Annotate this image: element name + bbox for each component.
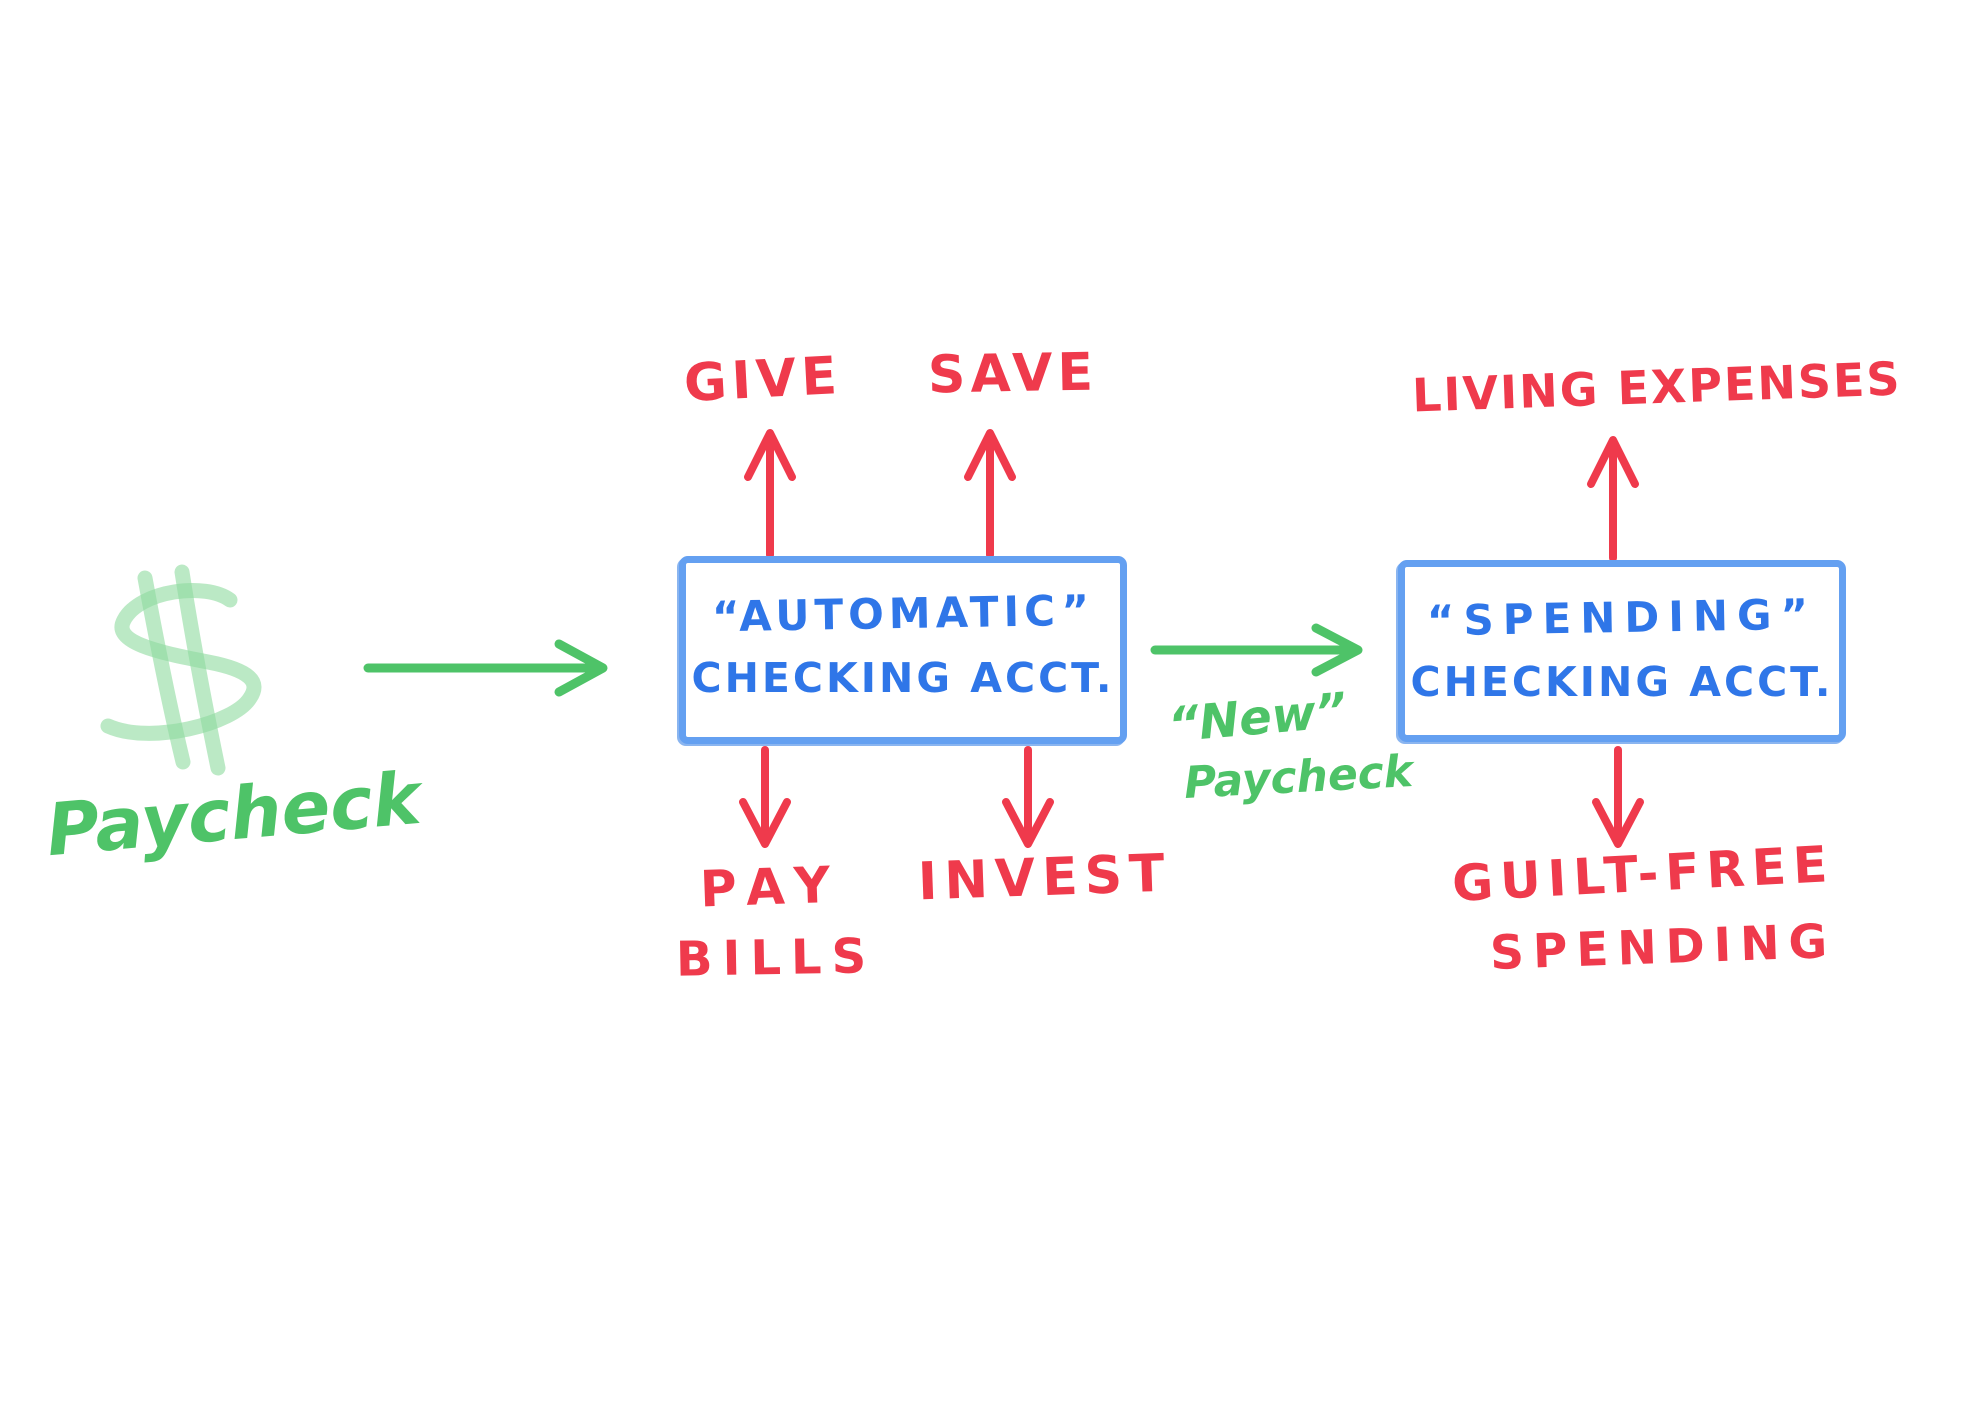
- pay-bills-label-line1: PAY: [699, 855, 846, 919]
- invest-label: INVEST: [917, 843, 1173, 913]
- flow-arrow-paycheck-to-automatic: [363, 639, 608, 697]
- guilt-free-label-line2: SPENDING: [1489, 913, 1838, 982]
- pay-bills-arrow-icon: [739, 746, 791, 848]
- give-arrow-icon: [744, 429, 796, 559]
- give-label: GIVE: [682, 345, 844, 415]
- save-arrow-icon: [964, 429, 1016, 559]
- flow-arrow-automatic-to-spending: [1150, 623, 1363, 677]
- spending-box-title-line1: “SPENDING”: [1426, 589, 1818, 646]
- pay-bills-label-line2: BILLS: [675, 928, 877, 988]
- paycheck-label: Paycheck: [43, 755, 424, 873]
- new-paycheck-label-line2: Paycheck: [1182, 746, 1415, 809]
- living-expenses-label: LIVING EXPENSES: [1411, 351, 1903, 423]
- guilt-free-label-line1: GUILT-FREE: [1450, 835, 1836, 913]
- automatic-box-title-line2: CHECKING ACCT.: [691, 654, 1115, 702]
- invest-arrow-icon: [1002, 746, 1054, 848]
- spending-box-title-line2: CHECKING ACCT.: [1410, 658, 1834, 706]
- living-expenses-arrow-icon: [1587, 436, 1639, 562]
- guilt-free-spending-arrow-icon: [1592, 746, 1644, 848]
- automatic-checking-account-box: “AUTOMATIC” CHECKING ACCT.: [679, 556, 1127, 744]
- spending-checking-account-box: “SPENDING” CHECKING ACCT.: [1398, 560, 1846, 742]
- dollar-sign-icon: [100, 564, 262, 776]
- new-paycheck-label-line1: “New”: [1165, 682, 1350, 754]
- save-label: SAVE: [927, 342, 1099, 406]
- automatic-box-title-line1: “AUTOMATIC”: [711, 585, 1095, 642]
